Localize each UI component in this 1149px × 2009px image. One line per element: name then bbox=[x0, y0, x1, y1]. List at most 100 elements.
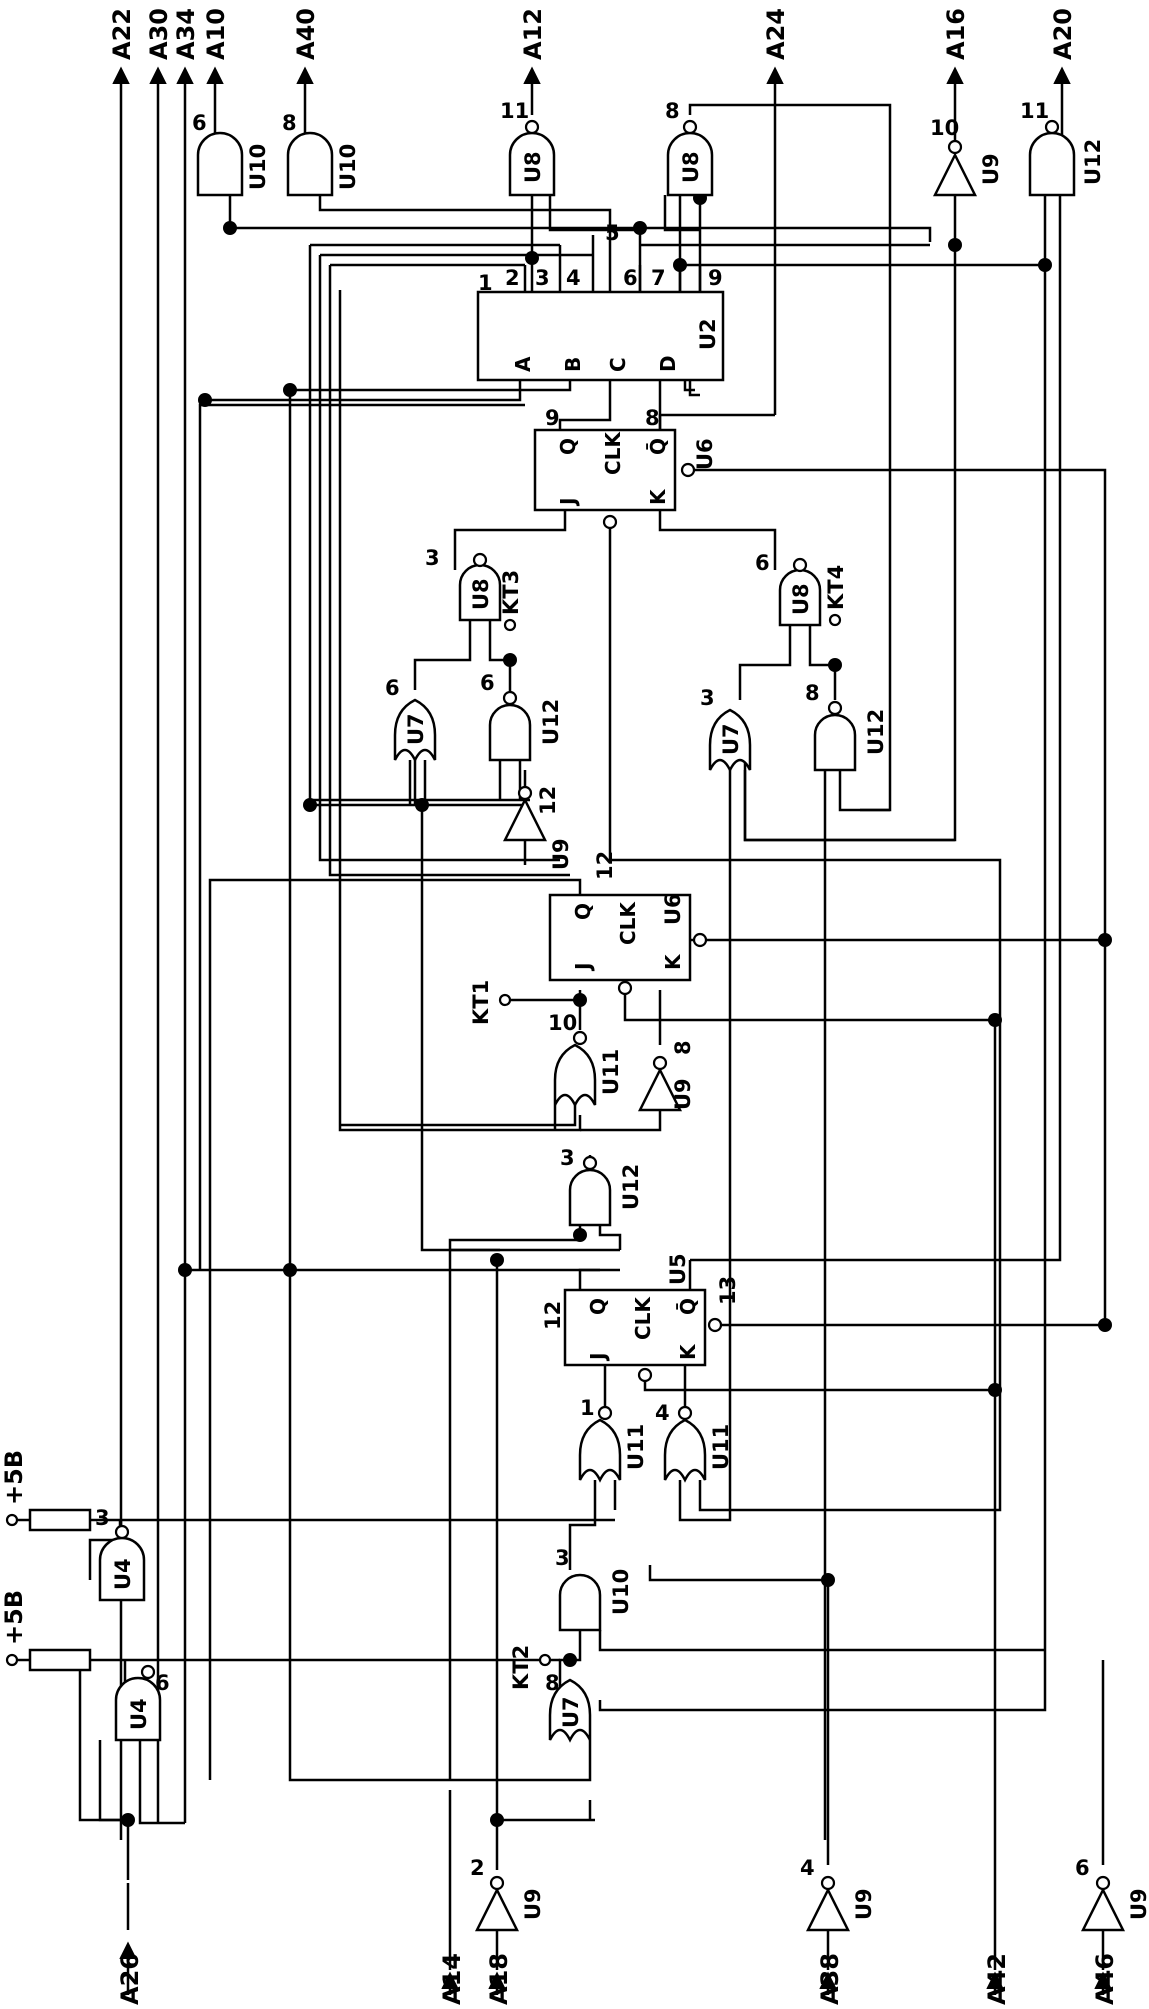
svg-text:Q̄: Q̄ bbox=[646, 438, 670, 455]
svg-text:C: C bbox=[606, 357, 630, 372]
svg-text:Q: Q bbox=[571, 903, 595, 920]
gate-u11-or-a: 10 U11 bbox=[548, 1011, 623, 1108]
svg-text:12: 12 bbox=[541, 1301, 565, 1330]
resistor-top bbox=[28, 1508, 92, 1532]
svg-text:5: 5 bbox=[605, 221, 620, 245]
supply-label-bottom: +5B bbox=[0, 1590, 28, 1645]
port-label-a24: A24 bbox=[762, 8, 790, 60]
gate-u9-inv-a: 10 U9 bbox=[930, 116, 1003, 197]
svg-text:7: 7 bbox=[651, 266, 666, 290]
svg-text:3: 3 bbox=[95, 1506, 110, 1530]
port-label-a20: A20 bbox=[1049, 8, 1077, 60]
gate-u9-inv-f: 6 U9 bbox=[1075, 1856, 1149, 1932]
gate-u12-nand-d: 3 U12 bbox=[560, 1146, 643, 1227]
svg-text:CLK: CLK bbox=[601, 431, 625, 475]
supply-label-top: +5B bbox=[0, 1450, 28, 1505]
svg-text:D: D bbox=[656, 355, 680, 372]
port-label-a42: A42 bbox=[983, 1953, 1011, 2005]
svg-text:U7: U7 bbox=[719, 723, 743, 755]
gate-u12-nand-b: 6 U12 bbox=[480, 671, 563, 762]
port-label-a18: A18 bbox=[485, 1953, 513, 2005]
gate-u12-nand-c: 8 U12 bbox=[805, 681, 888, 772]
svg-text:K: K bbox=[676, 1343, 700, 1360]
svg-text:U12: U12 bbox=[864, 709, 888, 755]
svg-text:4: 4 bbox=[800, 1856, 815, 1880]
svg-text:3: 3 bbox=[700, 686, 715, 710]
svg-text:K: K bbox=[646, 488, 670, 505]
svg-text:4: 4 bbox=[566, 266, 581, 290]
svg-text:6: 6 bbox=[755, 551, 770, 575]
port-label-a26: A26 bbox=[116, 1953, 144, 2005]
svg-text:10: 10 bbox=[548, 1011, 577, 1035]
gate-u12-nand-a: 11 U12 bbox=[1020, 99, 1105, 197]
port-label-a22: A22 bbox=[108, 8, 136, 60]
svg-text:U10: U10 bbox=[609, 1569, 633, 1615]
svg-text:8: 8 bbox=[282, 111, 297, 135]
flipflop-u5: Q CLK Q̄ J K U5 12 13 bbox=[541, 1253, 740, 1383]
svg-text:6: 6 bbox=[192, 111, 207, 135]
svg-text:U9: U9 bbox=[979, 153, 1003, 185]
svg-text:12: 12 bbox=[593, 851, 617, 880]
power-supply: +5B +5B bbox=[0, 1450, 130, 1672]
top-port-labels: A22 A30 A34 A10 A40 A12 A24 A16 A20 bbox=[108, 8, 1077, 60]
svg-text:U7: U7 bbox=[404, 713, 428, 745]
svg-text:U12: U12 bbox=[1081, 139, 1105, 185]
svg-text:U11: U11 bbox=[709, 1424, 733, 1470]
port-label-a38: A38 bbox=[816, 1953, 844, 2005]
svg-text:U8: U8 bbox=[469, 578, 493, 610]
gate-u9-inv-c: 8 U9 bbox=[637, 1040, 695, 1112]
gate-u9-inv-e: 4 U9 bbox=[800, 1856, 876, 1932]
svg-text:6: 6 bbox=[623, 266, 638, 290]
svg-text:U8: U8 bbox=[521, 151, 545, 183]
gate-u4-nand-b: 6 U4 bbox=[114, 1664, 170, 1742]
svg-text:Q̄: Q̄ bbox=[676, 1298, 700, 1315]
svg-text:8: 8 bbox=[671, 1040, 695, 1055]
gate-u9-inv-b: 12 U9 bbox=[502, 786, 573, 870]
gate-u8-nand-c: 3 U8 bbox=[425, 546, 502, 622]
chip-u6-mid-ref: U6 bbox=[661, 893, 685, 925]
gate-u8-nand-a: U8 11 bbox=[500, 99, 556, 197]
gate-u9-inv-d: 2 U9 bbox=[470, 1856, 545, 1932]
svg-text:U12: U12 bbox=[539, 699, 563, 745]
gate-u10-and-b: 8 U10 bbox=[282, 111, 360, 197]
resistor-bottom bbox=[28, 1648, 92, 1672]
svg-text:J: J bbox=[571, 963, 595, 972]
svg-text:J: J bbox=[556, 498, 580, 507]
svg-text:U7: U7 bbox=[559, 1696, 583, 1728]
test-point-kt2: KT2 bbox=[509, 1645, 533, 1690]
svg-text:6: 6 bbox=[155, 1671, 170, 1695]
svg-text:2: 2 bbox=[470, 1856, 485, 1880]
svg-text:10: 10 bbox=[930, 116, 959, 140]
svg-text:11: 11 bbox=[500, 99, 529, 123]
gate-u7-or-a: 6 U7 bbox=[385, 676, 437, 763]
svg-text:6: 6 bbox=[480, 671, 495, 695]
gate-u7-or-b: 3 U7 bbox=[700, 686, 752, 773]
svg-text:U9: U9 bbox=[549, 838, 573, 870]
svg-text:U8: U8 bbox=[789, 583, 813, 615]
flipflop-u6-top: Q CLK Q̄ J K 9 8 U6 bbox=[533, 406, 717, 530]
port-label-a16: A16 bbox=[942, 8, 970, 60]
chip-u2: 1 2 3 4 5 6 7 9 A B C D U2 bbox=[476, 221, 725, 397]
svg-text:8: 8 bbox=[665, 99, 680, 123]
gate-u11-or-b: 1 U11 bbox=[578, 1396, 648, 1483]
svg-text:3: 3 bbox=[535, 266, 550, 290]
svg-text:6: 6 bbox=[1075, 1856, 1090, 1880]
svg-text:CLK: CLK bbox=[631, 1296, 655, 1340]
svg-text:J: J bbox=[586, 1353, 610, 1362]
port-label-a40: A40 bbox=[292, 8, 320, 60]
test-points: KT3 KT4 KT1 KT2 bbox=[469, 565, 848, 1690]
svg-text:K: K bbox=[661, 953, 685, 970]
svg-text:U10: U10 bbox=[336, 144, 360, 190]
gate-u4-nand-a: 3 U4 bbox=[95, 1506, 146, 1602]
svg-text:4: 4 bbox=[655, 1401, 670, 1425]
svg-text:U9: U9 bbox=[852, 1888, 876, 1920]
svg-text:U11: U11 bbox=[624, 1424, 648, 1470]
svg-text:1: 1 bbox=[580, 1396, 595, 1420]
bottom-port-labels: A26 A14 A18 A38 A42 A46 bbox=[116, 1941, 1119, 2005]
svg-text:1: 1 bbox=[478, 271, 493, 295]
port-label-a12: A12 bbox=[519, 8, 547, 60]
gate-u7-or-c: 8 U7 bbox=[545, 1671, 592, 1743]
gate-u10-and-a: 6 U10 bbox=[192, 111, 270, 197]
svg-text:U10: U10 bbox=[246, 144, 270, 190]
port-label-a30: A30 bbox=[145, 8, 173, 60]
